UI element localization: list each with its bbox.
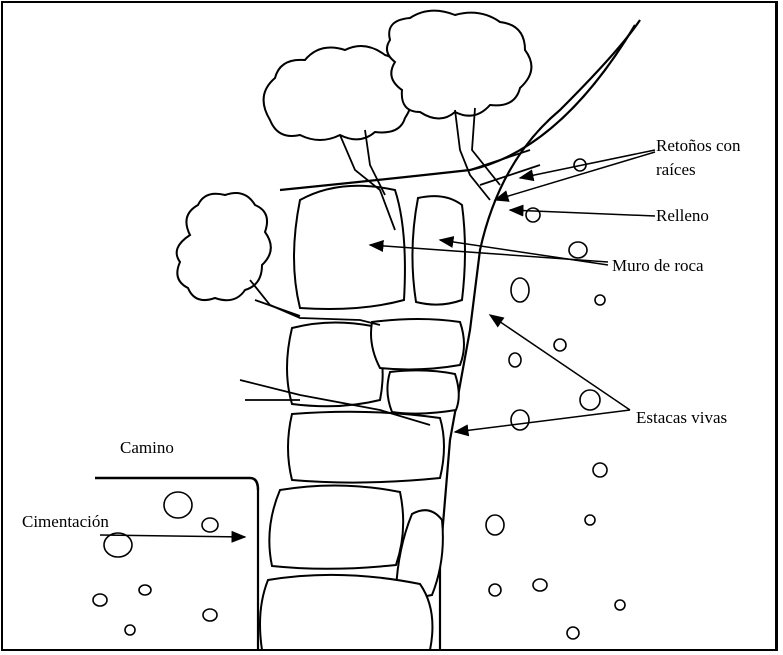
road-surface [95, 478, 258, 490]
label-retonos-line2: raíces [656, 160, 696, 180]
label-camino: Camino [120, 438, 174, 458]
label-estacas-vivas: Estacas vivas [636, 408, 727, 428]
label-relleno: Relleno [656, 206, 709, 226]
label-retonos-line1: Retoños con [656, 136, 741, 156]
label-cimentacion: Cimentación [22, 512, 109, 532]
wall-stones [260, 186, 465, 650]
label-muro-de-roca: Muro de roca [612, 256, 704, 276]
